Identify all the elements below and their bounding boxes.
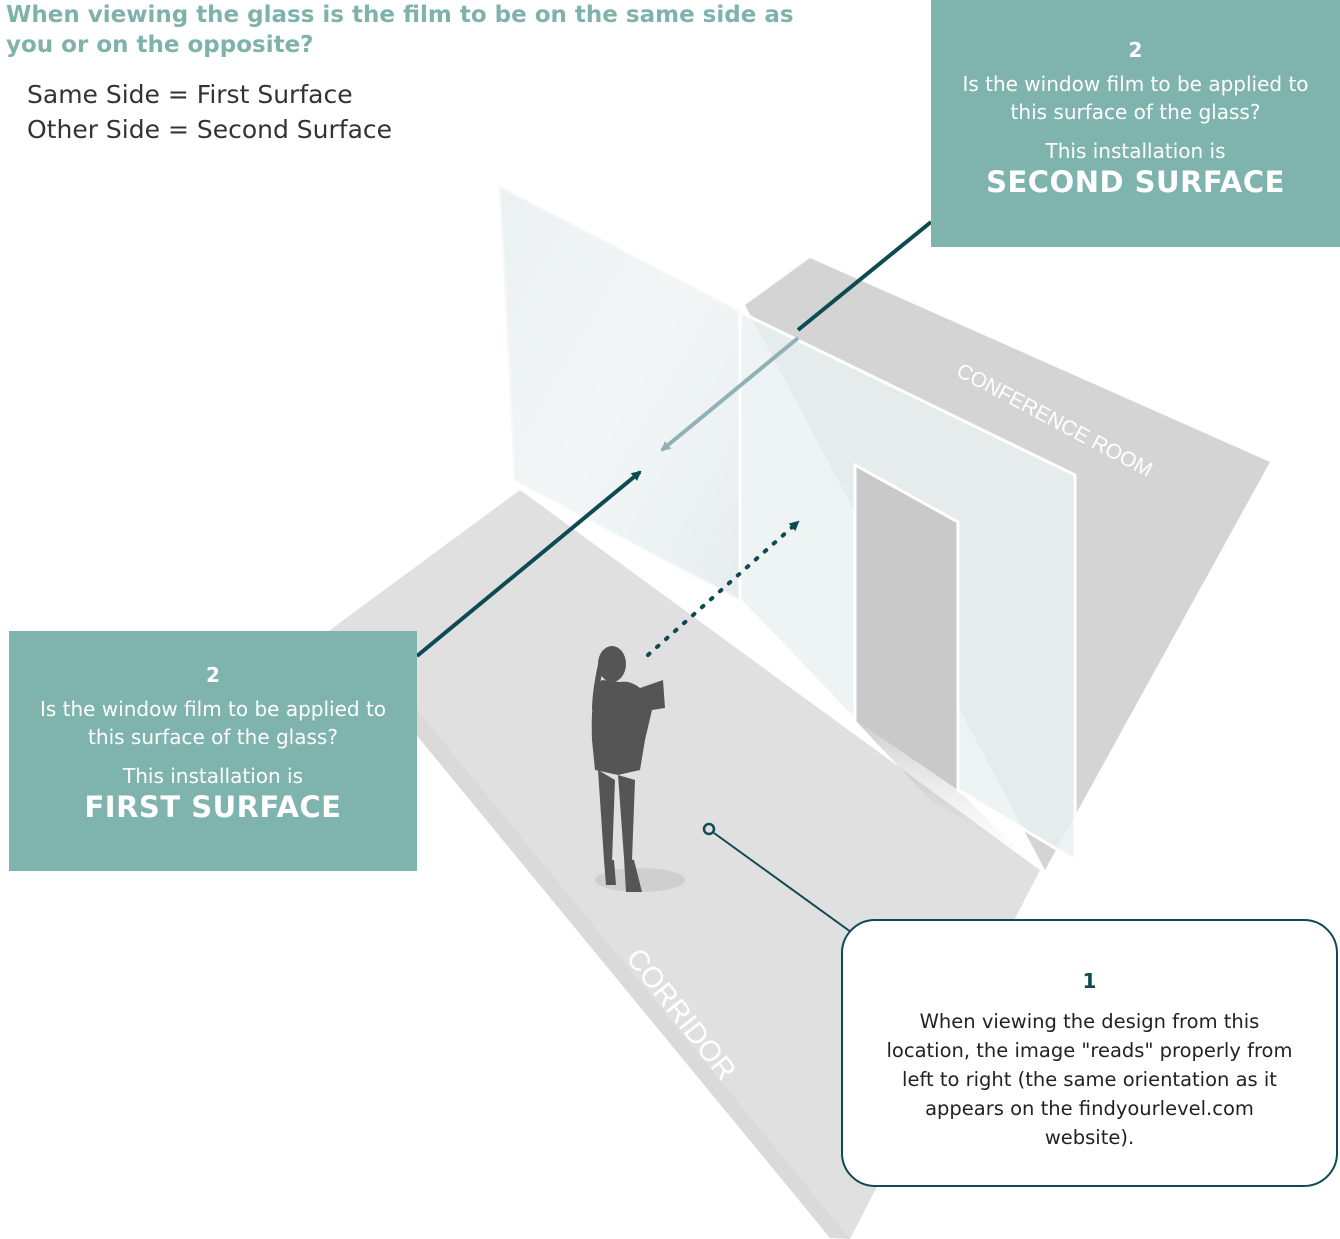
callout-second-surface: 2 Is the window film to be applied to th… [931,0,1340,247]
callout-prefix: This installation is [1045,139,1226,163]
callout-number: 2 [1128,38,1143,62]
viewer-note: 1 When viewing the design from this loca… [841,919,1338,1187]
callout-question: Is the window film to be applied to this… [39,697,387,749]
legend-first-surface: Same Side = First Surface [27,80,353,109]
note-number: 1 [1082,969,1097,993]
connector-first [415,470,642,658]
connector-viewer [713,832,863,941]
corridor-strip [330,630,850,1239]
legend-second-surface: Other Side = Second Surface [27,115,393,144]
callout-question: Is the window film to be applied to this… [962,72,1309,124]
doorway [855,465,958,790]
door-shadow [855,720,1030,860]
person-silhouette [591,646,685,892]
intro-legend: Same Side = First Surface Other Side = S… [27,77,392,147]
callout-prefix: This installation is [123,764,303,788]
connector-second [796,220,933,332]
arrow-through-glass [660,336,800,452]
callout-answer: FIRST SURFACE [84,790,342,824]
page-heading: When viewing the glass is the film to be… [6,2,794,58]
note-text: When viewing the design from this locati… [886,1010,1293,1149]
glass-wall [738,309,1077,863]
callout-first-surface: 2 Is the window film to be applied to th… [9,631,417,871]
viewer-location-marker [702,822,716,836]
line-of-sight [646,520,800,657]
callout-number: 2 [206,663,220,687]
callout-answer: SECOND SURFACE [986,165,1285,199]
